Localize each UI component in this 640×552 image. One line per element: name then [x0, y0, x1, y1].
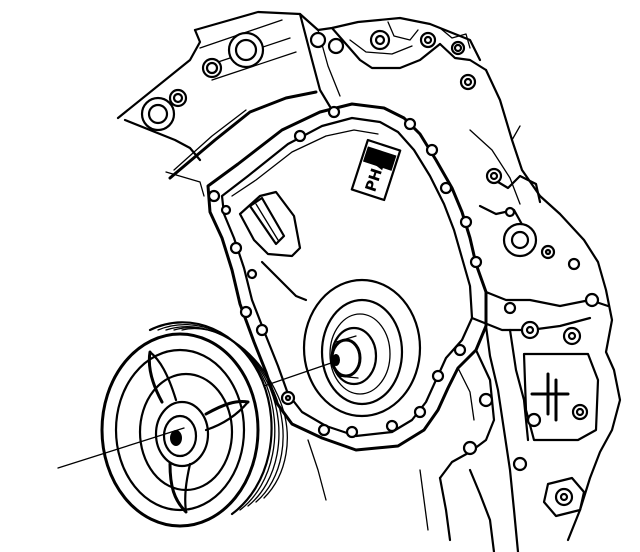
leader-line-balancer: [57, 427, 185, 469]
leader-line-block: [511, 125, 521, 141]
oil-pump-housing: [307, 68, 622, 552]
crankshaft-front-seal: [302, 278, 422, 418]
engine-front-cover: [206, 102, 488, 452]
crankshaft-balancer: [100, 321, 288, 528]
cover-emblem: PHA: [350, 138, 402, 202]
leader-lines: [57, 125, 521, 469]
leader-line-seal: [263, 361, 335, 387]
cylinder-head: [116, 10, 488, 197]
